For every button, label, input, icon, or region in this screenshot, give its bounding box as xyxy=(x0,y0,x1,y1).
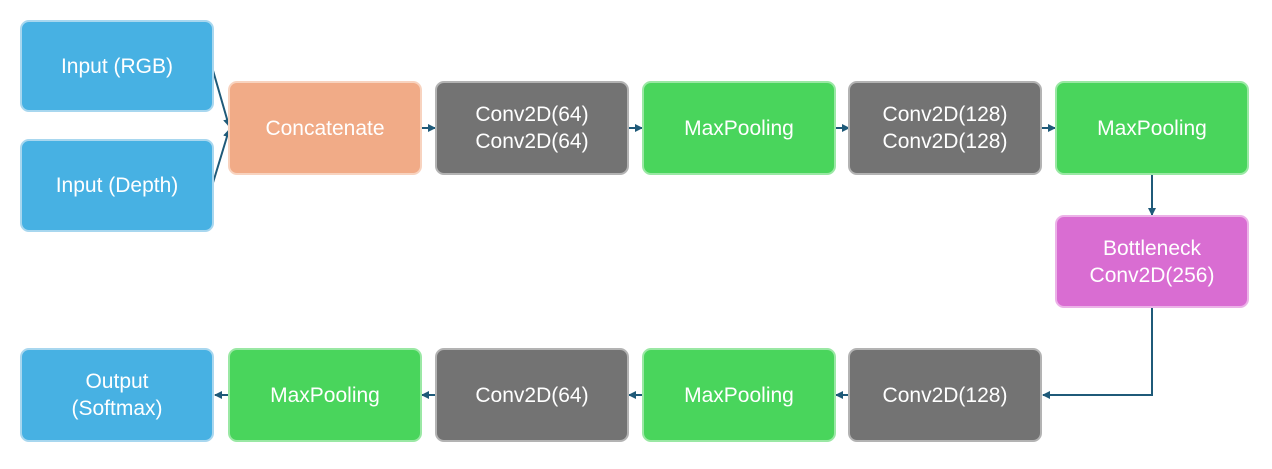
conv-block-3-node: Conv2D(128) xyxy=(848,348,1042,442)
maxpooling-3-node: MaxPooling xyxy=(642,348,836,442)
input-rgb-label: Input (RGB) xyxy=(60,54,174,78)
conv-block-3-label: Conv2D(128) xyxy=(882,383,1008,407)
bottleneck-line-2: Conv2D(256) xyxy=(1089,263,1215,287)
maxpooling-2-label: MaxPooling xyxy=(1097,116,1207,140)
conv-block-2-node: Conv2D(128) Conv2D(128) xyxy=(848,81,1042,175)
output-line-1: Output xyxy=(85,370,149,393)
conv-block-1-node: Conv2D(64) Conv2D(64) xyxy=(435,81,629,175)
edge-bottleneck-to-conv3 xyxy=(1042,307,1153,399)
maxpooling-1-node: MaxPooling xyxy=(642,81,836,175)
edge-depth-to-concat xyxy=(211,129,231,187)
conv-block-1-line-1: Conv2D(64) xyxy=(475,103,589,126)
conv-block-1-line-2: Conv2D(64) xyxy=(475,130,589,153)
maxpooling-4-label: MaxPooling xyxy=(270,383,380,407)
maxpooling-4-node: MaxPooling xyxy=(228,348,422,442)
input-depth-node: Input (Depth) xyxy=(20,139,214,232)
maxpooling-3-label: MaxPooling xyxy=(684,383,794,407)
conv-block-2-line-1: Conv2D(128) xyxy=(882,103,1008,126)
maxpooling-2-node: MaxPooling xyxy=(1055,81,1249,175)
conv-block-2-line-2: Conv2D(128) xyxy=(882,130,1008,153)
input-rgb-node: Input (RGB) xyxy=(20,20,214,112)
output-line-2: (Softmax) xyxy=(71,397,163,420)
concatenate-node: Concatenate xyxy=(228,81,422,175)
bottleneck-line-1: Bottleneck xyxy=(1102,236,1202,260)
bottleneck-node: Bottleneck Conv2D(256) xyxy=(1055,215,1249,308)
edge-rgb-to-concat xyxy=(211,66,231,127)
output-node: Output (Softmax) xyxy=(20,348,214,442)
input-depth-label: Input (Depth) xyxy=(55,174,179,197)
conv-block-4-label: Conv2D(64) xyxy=(475,383,589,407)
concatenate-label: Concatenate xyxy=(265,116,385,140)
conv-block-4-node: Conv2D(64) xyxy=(435,348,629,442)
maxpooling-1-label: MaxPooling xyxy=(684,116,794,140)
